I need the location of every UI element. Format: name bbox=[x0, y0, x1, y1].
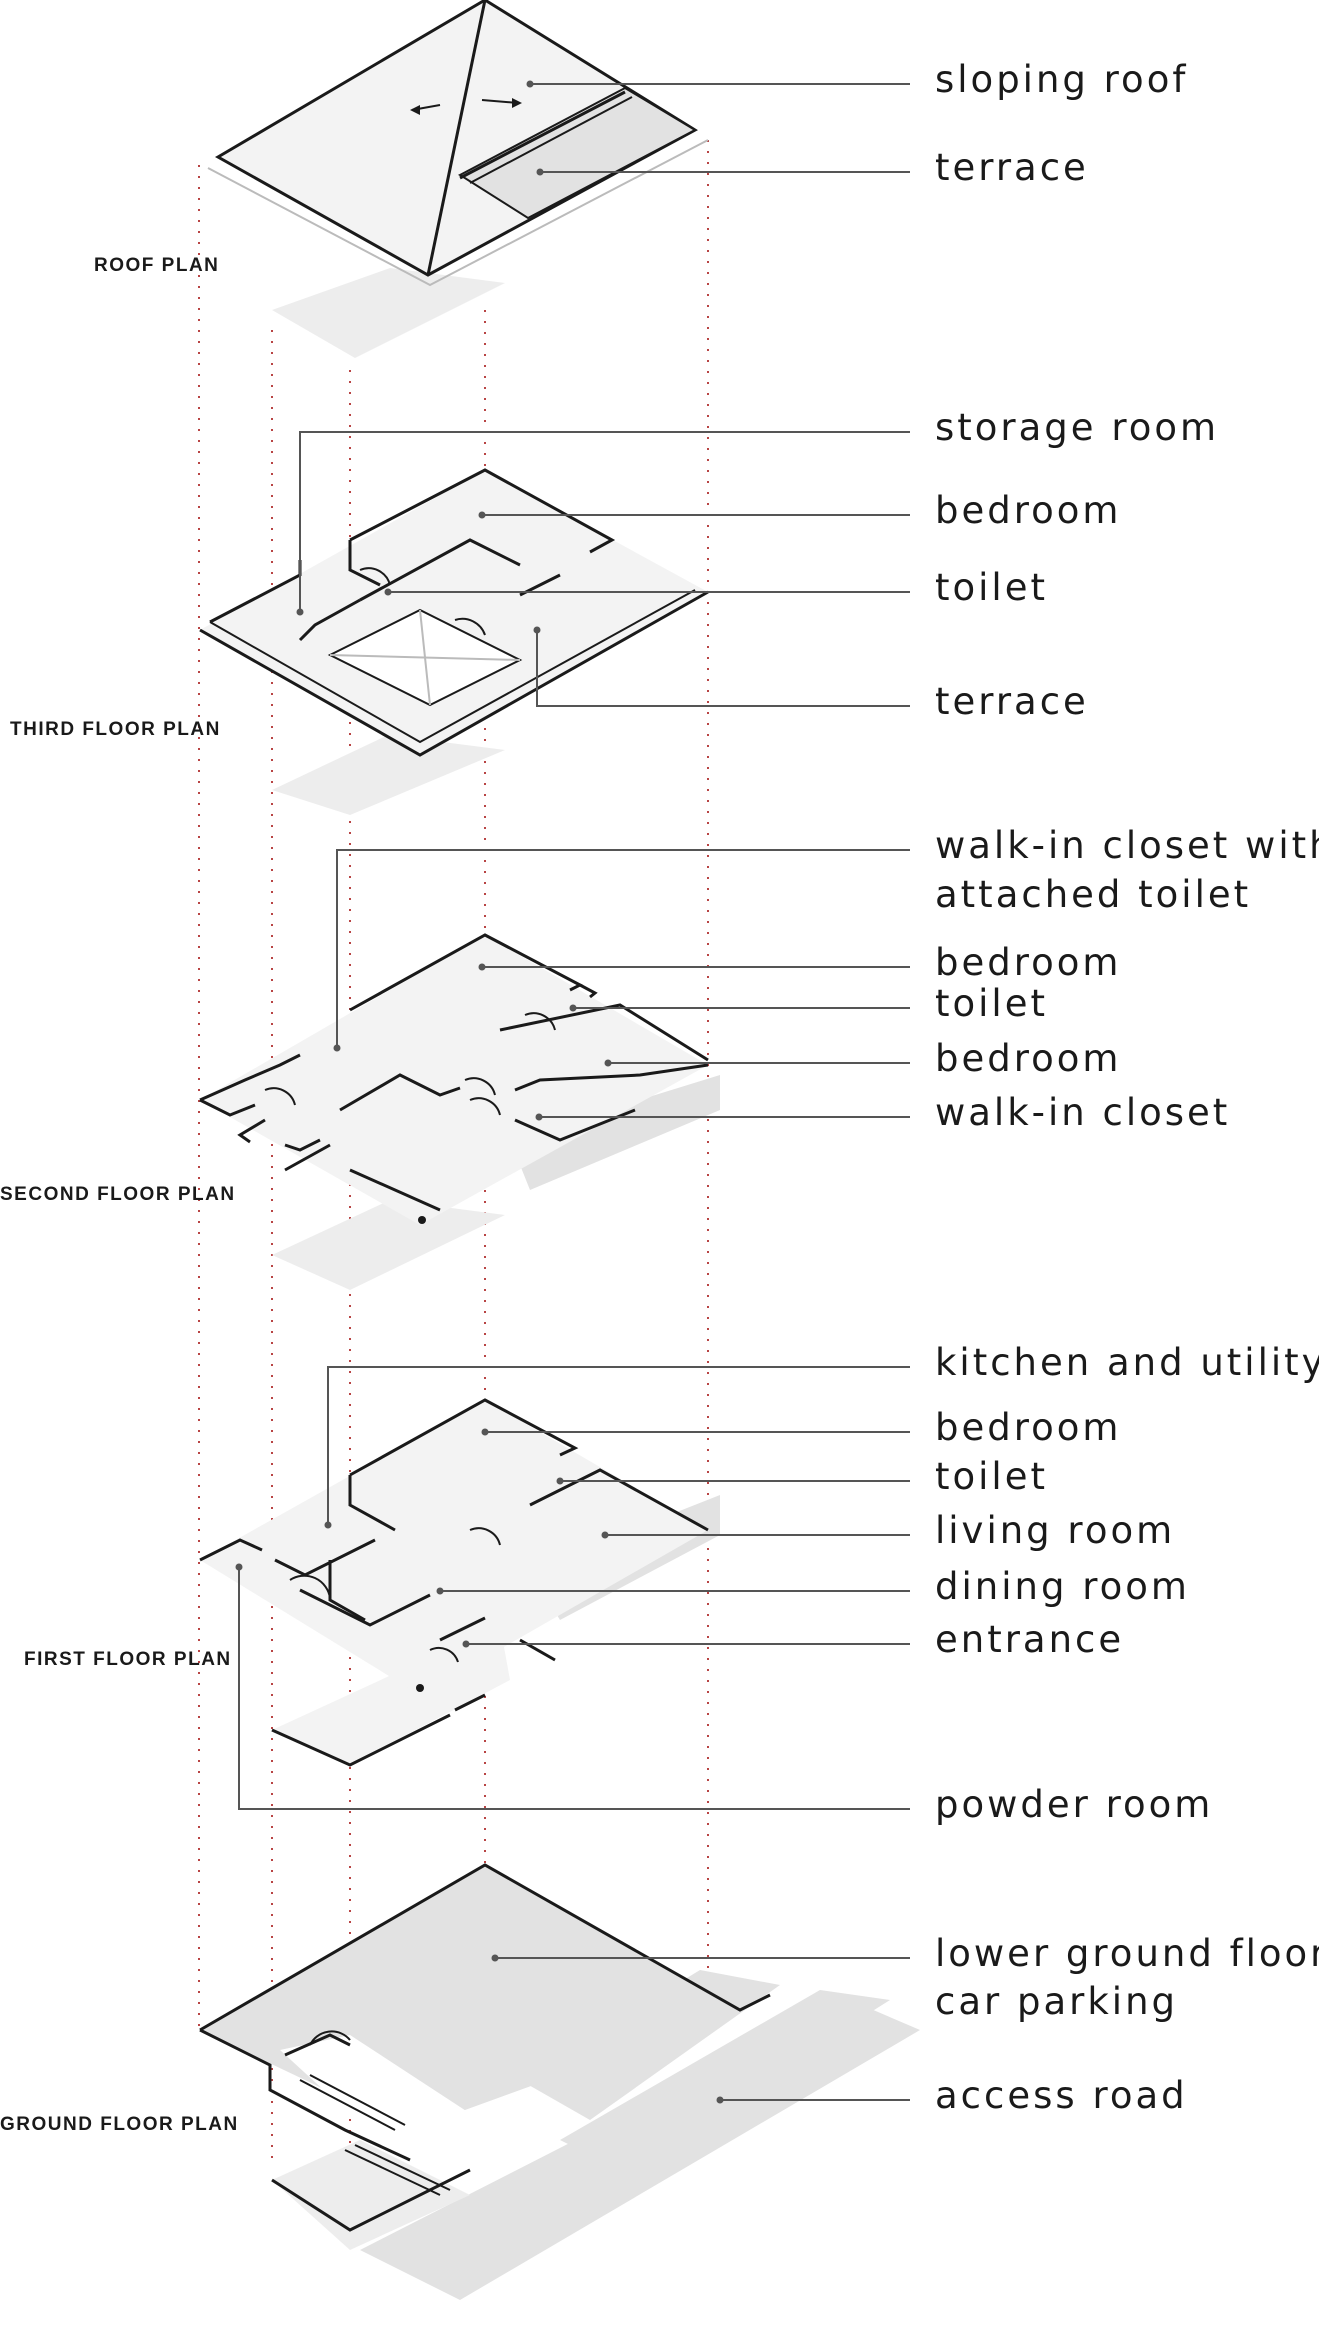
label-second-bedroom-2: bedroom bbox=[935, 1037, 1121, 1080]
label-living-room: living room bbox=[935, 1509, 1175, 1552]
label-powder-room: powder room bbox=[935, 1783, 1213, 1826]
plan-title-ground: GROUND FLOOR PLAN bbox=[0, 2114, 239, 2135]
label-second-bedroom-1: bedroom bbox=[935, 941, 1121, 984]
label-lower-ground-line1: lower ground floor bbox=[935, 1932, 1319, 1975]
first-floor-drawing bbox=[199, 1398, 720, 1767]
label-third-toilet: toilet bbox=[935, 566, 1048, 609]
plan-title-second: SECOND FLOOR PLAN bbox=[0, 1184, 236, 1205]
label-access-road: access road bbox=[935, 2074, 1188, 2117]
roof-plan-drawing bbox=[207, 0, 709, 358]
label-dining-room: dining room bbox=[935, 1565, 1190, 1608]
leader-lines bbox=[235, 80, 910, 2104]
third-floor-drawing bbox=[199, 468, 709, 815]
label-second-walk-in-closet: walk-in closet bbox=[935, 1091, 1230, 1134]
label-walk-in-closet-line1: walk-in closet with bbox=[935, 824, 1319, 867]
label-third-terrace: terrace bbox=[935, 680, 1089, 723]
label-second-toilet: toilet bbox=[935, 982, 1048, 1025]
ground-floor-drawing bbox=[199, 1863, 920, 2300]
label-first-toilet: toilet bbox=[935, 1455, 1048, 1498]
label-entrance: entrance bbox=[935, 1618, 1124, 1661]
label-walk-in-closet-line2: attached toilet bbox=[935, 873, 1251, 916]
plan-title-roof: ROOF PLAN bbox=[94, 255, 219, 276]
second-floor-drawing bbox=[199, 933, 720, 1290]
label-sloping-roof: sloping roof bbox=[935, 58, 1188, 101]
label-third-bedroom: bedroom bbox=[935, 489, 1121, 532]
label-lower-ground-line2: car parking bbox=[935, 1980, 1178, 2023]
label-kitchen-utility: kitchen and utility bbox=[935, 1341, 1319, 1384]
label-storage-room: storage room bbox=[935, 406, 1219, 449]
label-first-bedroom: bedroom bbox=[935, 1406, 1121, 1449]
label-roof-terrace: terrace bbox=[935, 146, 1089, 189]
plan-title-first: FIRST FLOOR PLAN bbox=[24, 1649, 232, 1670]
plan-title-third: THIRD FLOOR PLAN bbox=[10, 719, 221, 740]
